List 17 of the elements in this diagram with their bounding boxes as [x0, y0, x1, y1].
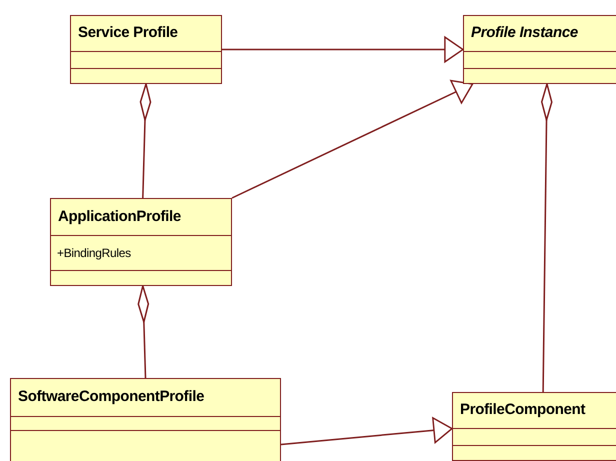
attribute-text: +BindingRules [57, 244, 132, 262]
class-name: SoftwareComponentProfile [18, 387, 204, 407]
aggregation-line [140, 83, 152, 198]
aggregation-line [541, 83, 552, 392]
generalization-arrow [232, 80, 474, 199]
class-box [463, 15, 616, 84]
class-box [452, 392, 616, 461]
class-box [10, 378, 281, 461]
class-name: ProfileComponent [460, 400, 586, 420]
generalization-arrow [280, 417, 453, 446]
aggregation-line [138, 285, 150, 378]
class-name: Service Profile [78, 23, 178, 43]
generalization-arrow [222, 36, 464, 63]
class-name: Profile Instance [471, 23, 578, 43]
class-box [70, 15, 222, 84]
class-name: ApplicationProfile [58, 206, 181, 226]
class-box [50, 198, 232, 286]
